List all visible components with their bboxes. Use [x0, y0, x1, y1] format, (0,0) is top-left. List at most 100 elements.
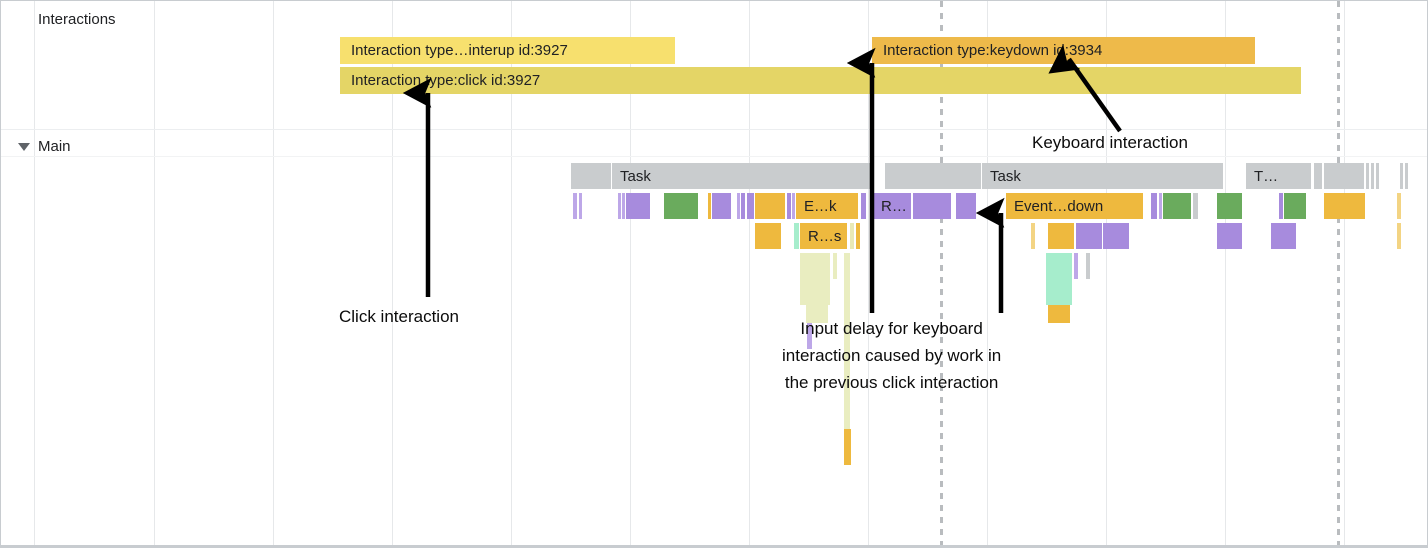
bar-label: Interaction type:keydown id:3934	[883, 42, 1103, 59]
task-bar[interactable]	[571, 163, 611, 189]
task-bar[interactable]: Task	[612, 163, 872, 189]
event-bar[interactable]: Event…down	[1006, 193, 1143, 219]
event-bar[interactable]	[1159, 193, 1162, 219]
event-bar[interactable]	[792, 193, 795, 219]
track-label-main[interactable]: Main	[38, 138, 71, 155]
event-bar[interactable]	[1284, 193, 1306, 219]
event-bar[interactable]	[844, 429, 851, 465]
bar-label: Event…down	[1014, 197, 1104, 215]
event-bar[interactable]	[787, 193, 791, 219]
event-bar[interactable]	[755, 223, 781, 249]
event-bar[interactable]	[1151, 193, 1157, 219]
marker-line[interactable]	[1337, 1, 1340, 547]
event-bar[interactable]	[806, 305, 828, 323]
event-bar[interactable]	[861, 193, 866, 219]
task-bar[interactable]	[1405, 163, 1408, 189]
task-bar[interactable]	[1366, 163, 1369, 189]
event-bar[interactable]	[1217, 193, 1242, 219]
click-interaction-annotation: Click interaction	[339, 307, 459, 326]
event-bar[interactable]	[741, 193, 745, 219]
event-bar[interactable]	[956, 193, 976, 219]
event-bar[interactable]	[1163, 193, 1191, 219]
event-bar[interactable]	[1048, 305, 1070, 323]
triangle-down-icon[interactable]	[18, 143, 30, 151]
event-bar[interactable]	[1086, 253, 1090, 279]
event-bar[interactable]	[1048, 223, 1074, 249]
track-label-interactions[interactable]: Interactions	[38, 11, 116, 28]
click-interaction-bar[interactable]: Interaction type:click id:3927	[340, 67, 1301, 94]
bar-label: Interaction type:click id:3927	[351, 72, 541, 89]
gridline	[392, 1, 393, 547]
gridline	[34, 1, 35, 547]
event-bar[interactable]	[1324, 193, 1365, 219]
event-bar[interactable]	[626, 193, 650, 219]
event-bar[interactable]	[1103, 223, 1129, 249]
event-bar[interactable]	[844, 305, 850, 323]
event-bar[interactable]	[856, 223, 860, 249]
event-bar[interactable]	[844, 279, 850, 305]
task-bar[interactable]: T…	[1246, 163, 1311, 189]
event-bar[interactable]	[844, 377, 850, 429]
bar-label: E…k	[804, 197, 837, 215]
bar-label: R…	[881, 197, 907, 215]
event-bar[interactable]	[1076, 223, 1102, 249]
task-bar[interactable]	[1324, 163, 1364, 189]
event-bar[interactable]	[850, 223, 854, 249]
event-bar[interactable]	[573, 193, 577, 219]
bar-label: Task	[620, 167, 651, 185]
event-bar[interactable]	[622, 193, 625, 219]
gridline	[1344, 1, 1345, 547]
event-bar[interactable]	[1279, 193, 1283, 219]
event-bar[interactable]: R…	[873, 193, 911, 219]
event-bar[interactable]	[1031, 223, 1035, 249]
event-bar[interactable]	[1074, 253, 1078, 279]
gridline	[1106, 1, 1107, 547]
task-bar[interactable]	[1314, 163, 1322, 189]
event-bar[interactable]	[664, 193, 698, 219]
event-bar[interactable]	[1397, 193, 1401, 219]
event-bar[interactable]	[844, 253, 850, 279]
event-bar[interactable]	[794, 223, 799, 249]
event-bar[interactable]	[833, 253, 837, 279]
event-bar[interactable]	[1217, 223, 1242, 249]
event-bar[interactable]	[708, 193, 711, 219]
event-bar[interactable]	[755, 193, 785, 219]
keyboard-interaction-annotation: Keyboard interaction	[1032, 133, 1188, 152]
event-bar[interactable]	[800, 253, 830, 279]
event-bar[interactable]	[747, 193, 754, 219]
pointer-interaction-bar[interactable]: Interaction type…interup id:3927	[340, 37, 675, 64]
keydown-interaction-bar[interactable]: Interaction type:keydown id:3934	[872, 37, 1255, 64]
gridline	[987, 1, 988, 547]
event-bar[interactable]	[1193, 193, 1198, 219]
task-bar[interactable]	[1371, 163, 1374, 189]
event-bar[interactable]	[579, 193, 582, 219]
event-bar[interactable]	[737, 193, 740, 219]
gridline	[273, 1, 274, 547]
input-delay-annotation: Input delay for keyboard interaction cau…	[782, 319, 1002, 392]
event-bar[interactable]	[844, 349, 850, 377]
bar-label: R…s	[808, 227, 842, 245]
task-bar[interactable]	[885, 163, 981, 189]
event-bar[interactable]	[1271, 223, 1296, 249]
event-bar[interactable]	[913, 193, 951, 219]
event-bar[interactable]	[807, 323, 812, 349]
event-bar[interactable]	[618, 193, 621, 219]
gridline	[511, 1, 512, 547]
event-bar[interactable]	[712, 193, 731, 219]
marker-line[interactable]	[940, 1, 943, 547]
event-bar[interactable]	[1397, 223, 1401, 249]
event-bar[interactable]	[1046, 253, 1072, 279]
task-bar[interactable]	[1400, 163, 1403, 189]
bar-label: Task	[990, 167, 1021, 185]
gridline	[868, 1, 869, 547]
task-bar[interactable]	[1376, 163, 1379, 189]
event-bar[interactable]: E…k	[796, 193, 858, 219]
gridline	[749, 1, 750, 547]
event-bar[interactable]	[1046, 279, 1072, 305]
event-bar[interactable]	[844, 323, 850, 349]
event-bar[interactable]: R…s	[800, 223, 847, 249]
task-bar[interactable]: Task	[982, 163, 1223, 189]
bar-label: Interaction type…interup id:3927	[351, 42, 568, 59]
event-bar[interactable]	[800, 279, 830, 305]
